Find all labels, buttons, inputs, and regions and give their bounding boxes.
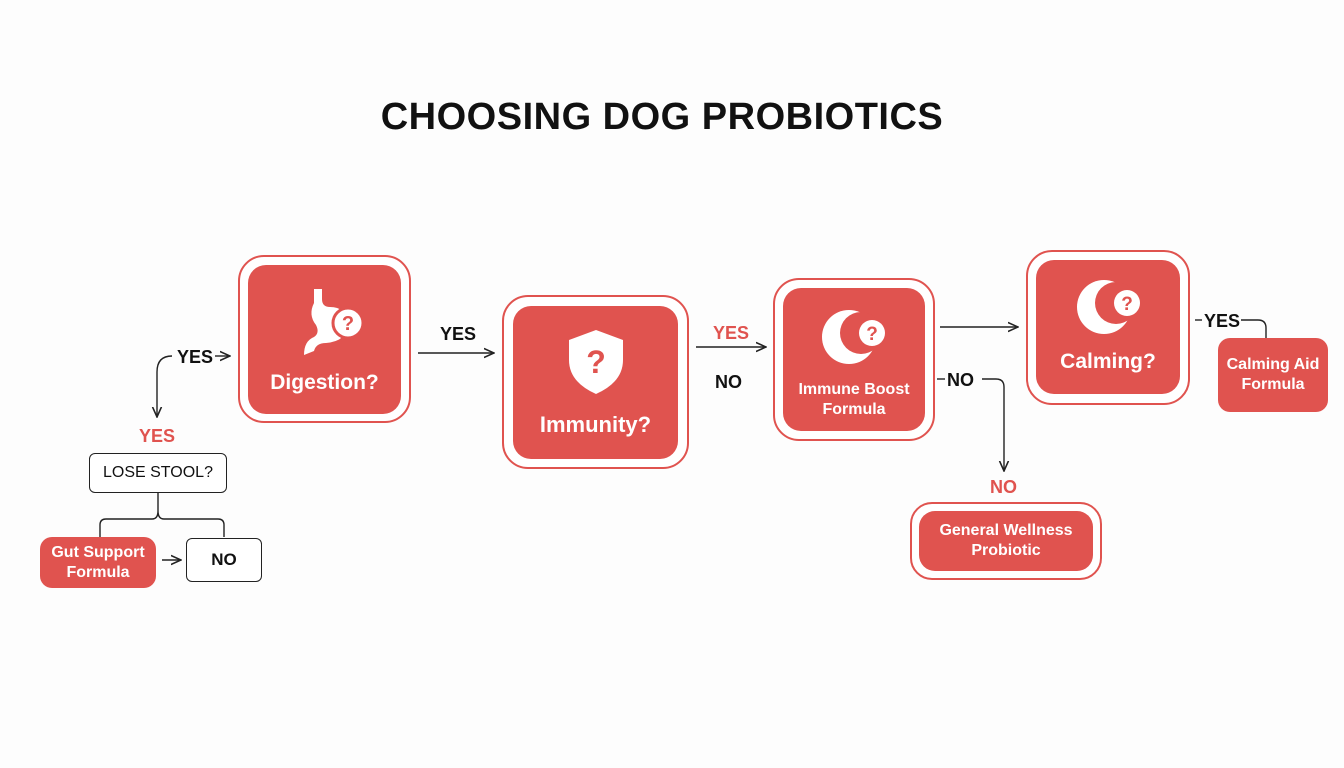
calming-node[interactable]: ? Calming? bbox=[1036, 260, 1180, 394]
edge-label-yes: YES bbox=[440, 324, 477, 344]
lose-stool-box[interactable]: LOSE STOOL? bbox=[89, 453, 227, 493]
digestion-node[interactable]: ? Digestion? bbox=[248, 265, 401, 414]
svg-text:?: ? bbox=[1121, 294, 1133, 315]
edge-yes-to-calming-aid bbox=[1241, 319, 1267, 338]
immune-boost-node[interactable]: ? Immune Boost Formula bbox=[783, 288, 925, 431]
general-wellness-probiotic[interactable]: General Wellness Probiotic bbox=[919, 511, 1093, 571]
digestion-label: Digestion? bbox=[270, 371, 379, 394]
edge-label-no: NO bbox=[947, 370, 974, 390]
shield-question-icon: ? bbox=[569, 330, 623, 394]
calming-label: Calming? bbox=[1060, 350, 1156, 373]
immunity-label: Immunity? bbox=[539, 412, 652, 437]
edge-brace bbox=[99, 493, 225, 537]
svg-text:?: ? bbox=[866, 324, 878, 345]
edge-branch-down bbox=[157, 355, 173, 417]
diagram-title: CHOOSING DOG PROBIOTICS bbox=[380, 96, 944, 138]
edge-label-yes: YES bbox=[1204, 311, 1241, 331]
svg-text:?: ? bbox=[342, 313, 354, 335]
edge-label-yes: YES bbox=[177, 347, 214, 367]
moon-question-icon: ? bbox=[1077, 280, 1140, 334]
moon-question-icon: ? bbox=[822, 310, 885, 364]
stomach-question-icon: ? bbox=[304, 289, 365, 355]
edge-label-no: NO bbox=[715, 372, 742, 392]
calming-aid-formula[interactable]: Calming Aid Formula bbox=[1218, 338, 1328, 412]
edge-label-yes-red: YES bbox=[139, 426, 176, 446]
immunity-node[interactable]: ? Immunity? bbox=[513, 306, 678, 459]
edge-label-no-red: NO bbox=[990, 477, 1017, 497]
gut-support-formula[interactable]: Gut Support Formula bbox=[40, 537, 156, 588]
immune-boost-label: Immune Boost Formula bbox=[798, 381, 910, 418]
svg-text:?: ? bbox=[586, 344, 606, 380]
edge-label-yes-red: YES bbox=[713, 323, 750, 343]
edge-no-to-wellness bbox=[982, 378, 1004, 471]
no-box[interactable]: NO bbox=[186, 538, 262, 582]
